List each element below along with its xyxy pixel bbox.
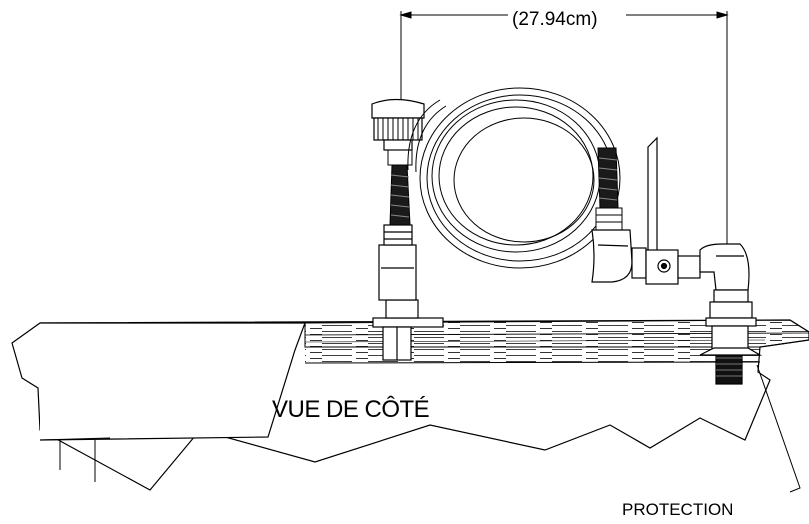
right-corrugated-hose: [595, 147, 623, 231]
countertop: [11, 319, 809, 491]
left-corrugated-hose: [387, 147, 413, 226]
protection-leader: [756, 364, 801, 493]
right-mount-fitting: [699, 289, 763, 385]
coiled-hose: [407, 87, 621, 269]
spray-head: [371, 98, 425, 151]
valve-assembly: [591, 136, 750, 291]
dimension-label: (27.94cm): [512, 9, 598, 30]
left-mount-fitting: [372, 224, 444, 361]
protection-callout-label: PROTECTION: [622, 500, 734, 519]
view-title: VUE DE CÔTÉ: [272, 396, 430, 423]
dimension-line: [399, 11, 729, 250]
